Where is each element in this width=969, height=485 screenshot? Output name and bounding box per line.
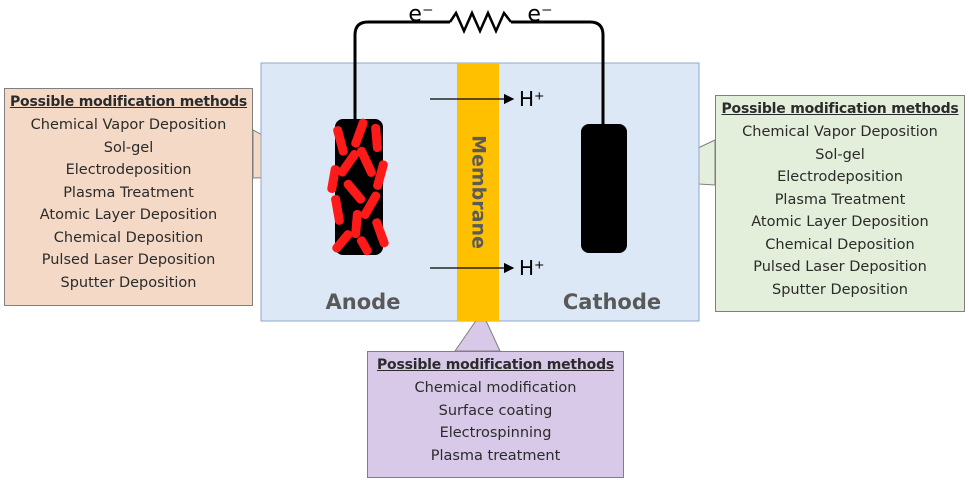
resistor bbox=[448, 9, 512, 35]
cathode-method-item: Atomic Layer Deposition bbox=[751, 214, 929, 230]
membrane-method-item: Plasma treatment bbox=[430, 447, 561, 464]
membrane-methods-callout: Possible modification methods Chemical m… bbox=[367, 351, 624, 478]
cathode-method-item: Electrodeposition bbox=[777, 169, 903, 185]
proton-label-bottom: H⁺ bbox=[519, 256, 545, 280]
membrane-method-item: Surface coating bbox=[438, 402, 553, 419]
anode-method-item: Electrodeposition bbox=[65, 162, 192, 178]
anode-catalyst-particles bbox=[327, 118, 389, 256]
cathode-method-item: Chemical Deposition bbox=[765, 236, 915, 253]
anode-method-item: Plasma Treatment bbox=[63, 184, 194, 201]
membrane bbox=[457, 63, 499, 321]
proton-label-top: H⁺ bbox=[519, 87, 545, 111]
anode-method-item: Sputter Deposition bbox=[60, 274, 197, 291]
anode-label: Anode bbox=[326, 290, 401, 314]
anode-method-item: Atomic Layer Deposition bbox=[39, 207, 218, 223]
cathode-label: Cathode bbox=[563, 290, 661, 314]
membrane-methods-title: Possible modification methods bbox=[376, 357, 615, 373]
cathode-method-item: Sputter Deposition bbox=[772, 281, 908, 298]
anode-methods-callout: Possible modification methods Chemical V… bbox=[4, 88, 253, 306]
membrane-method-item: Chemical modification bbox=[414, 380, 577, 396]
cathode-electrode bbox=[581, 124, 627, 253]
cathode-method-item: Chemical Vapor Deposition bbox=[742, 124, 938, 140]
cathode-method-item: Pulsed Laser Deposition bbox=[753, 259, 927, 275]
cathode-method-item: Sol-gel bbox=[815, 146, 865, 163]
anode-method-item: Pulsed Laser Deposition bbox=[41, 252, 216, 268]
cathode-methods-callout: Possible modification methods Chemical V… bbox=[715, 95, 965, 312]
anode-method-item: Chemical Vapor Deposition bbox=[30, 117, 227, 133]
electron-label-left: e⁻ bbox=[408, 2, 433, 27]
anode-method-item: Chemical Deposition bbox=[53, 229, 204, 246]
membrane-label: Membrane bbox=[468, 135, 490, 249]
circuit-wire bbox=[353, 20, 605, 128]
anode-methods-title: Possible modification methods bbox=[9, 94, 248, 110]
cathode-methods-title: Possible modification methods bbox=[721, 101, 959, 117]
cathode-method-item: Plasma Treatment bbox=[774, 191, 906, 208]
anode-method-item: Sol-gel bbox=[103, 139, 154, 156]
membrane-method-item: Electrospinning bbox=[439, 425, 552, 441]
electron-label-right: e⁻ bbox=[527, 2, 552, 27]
